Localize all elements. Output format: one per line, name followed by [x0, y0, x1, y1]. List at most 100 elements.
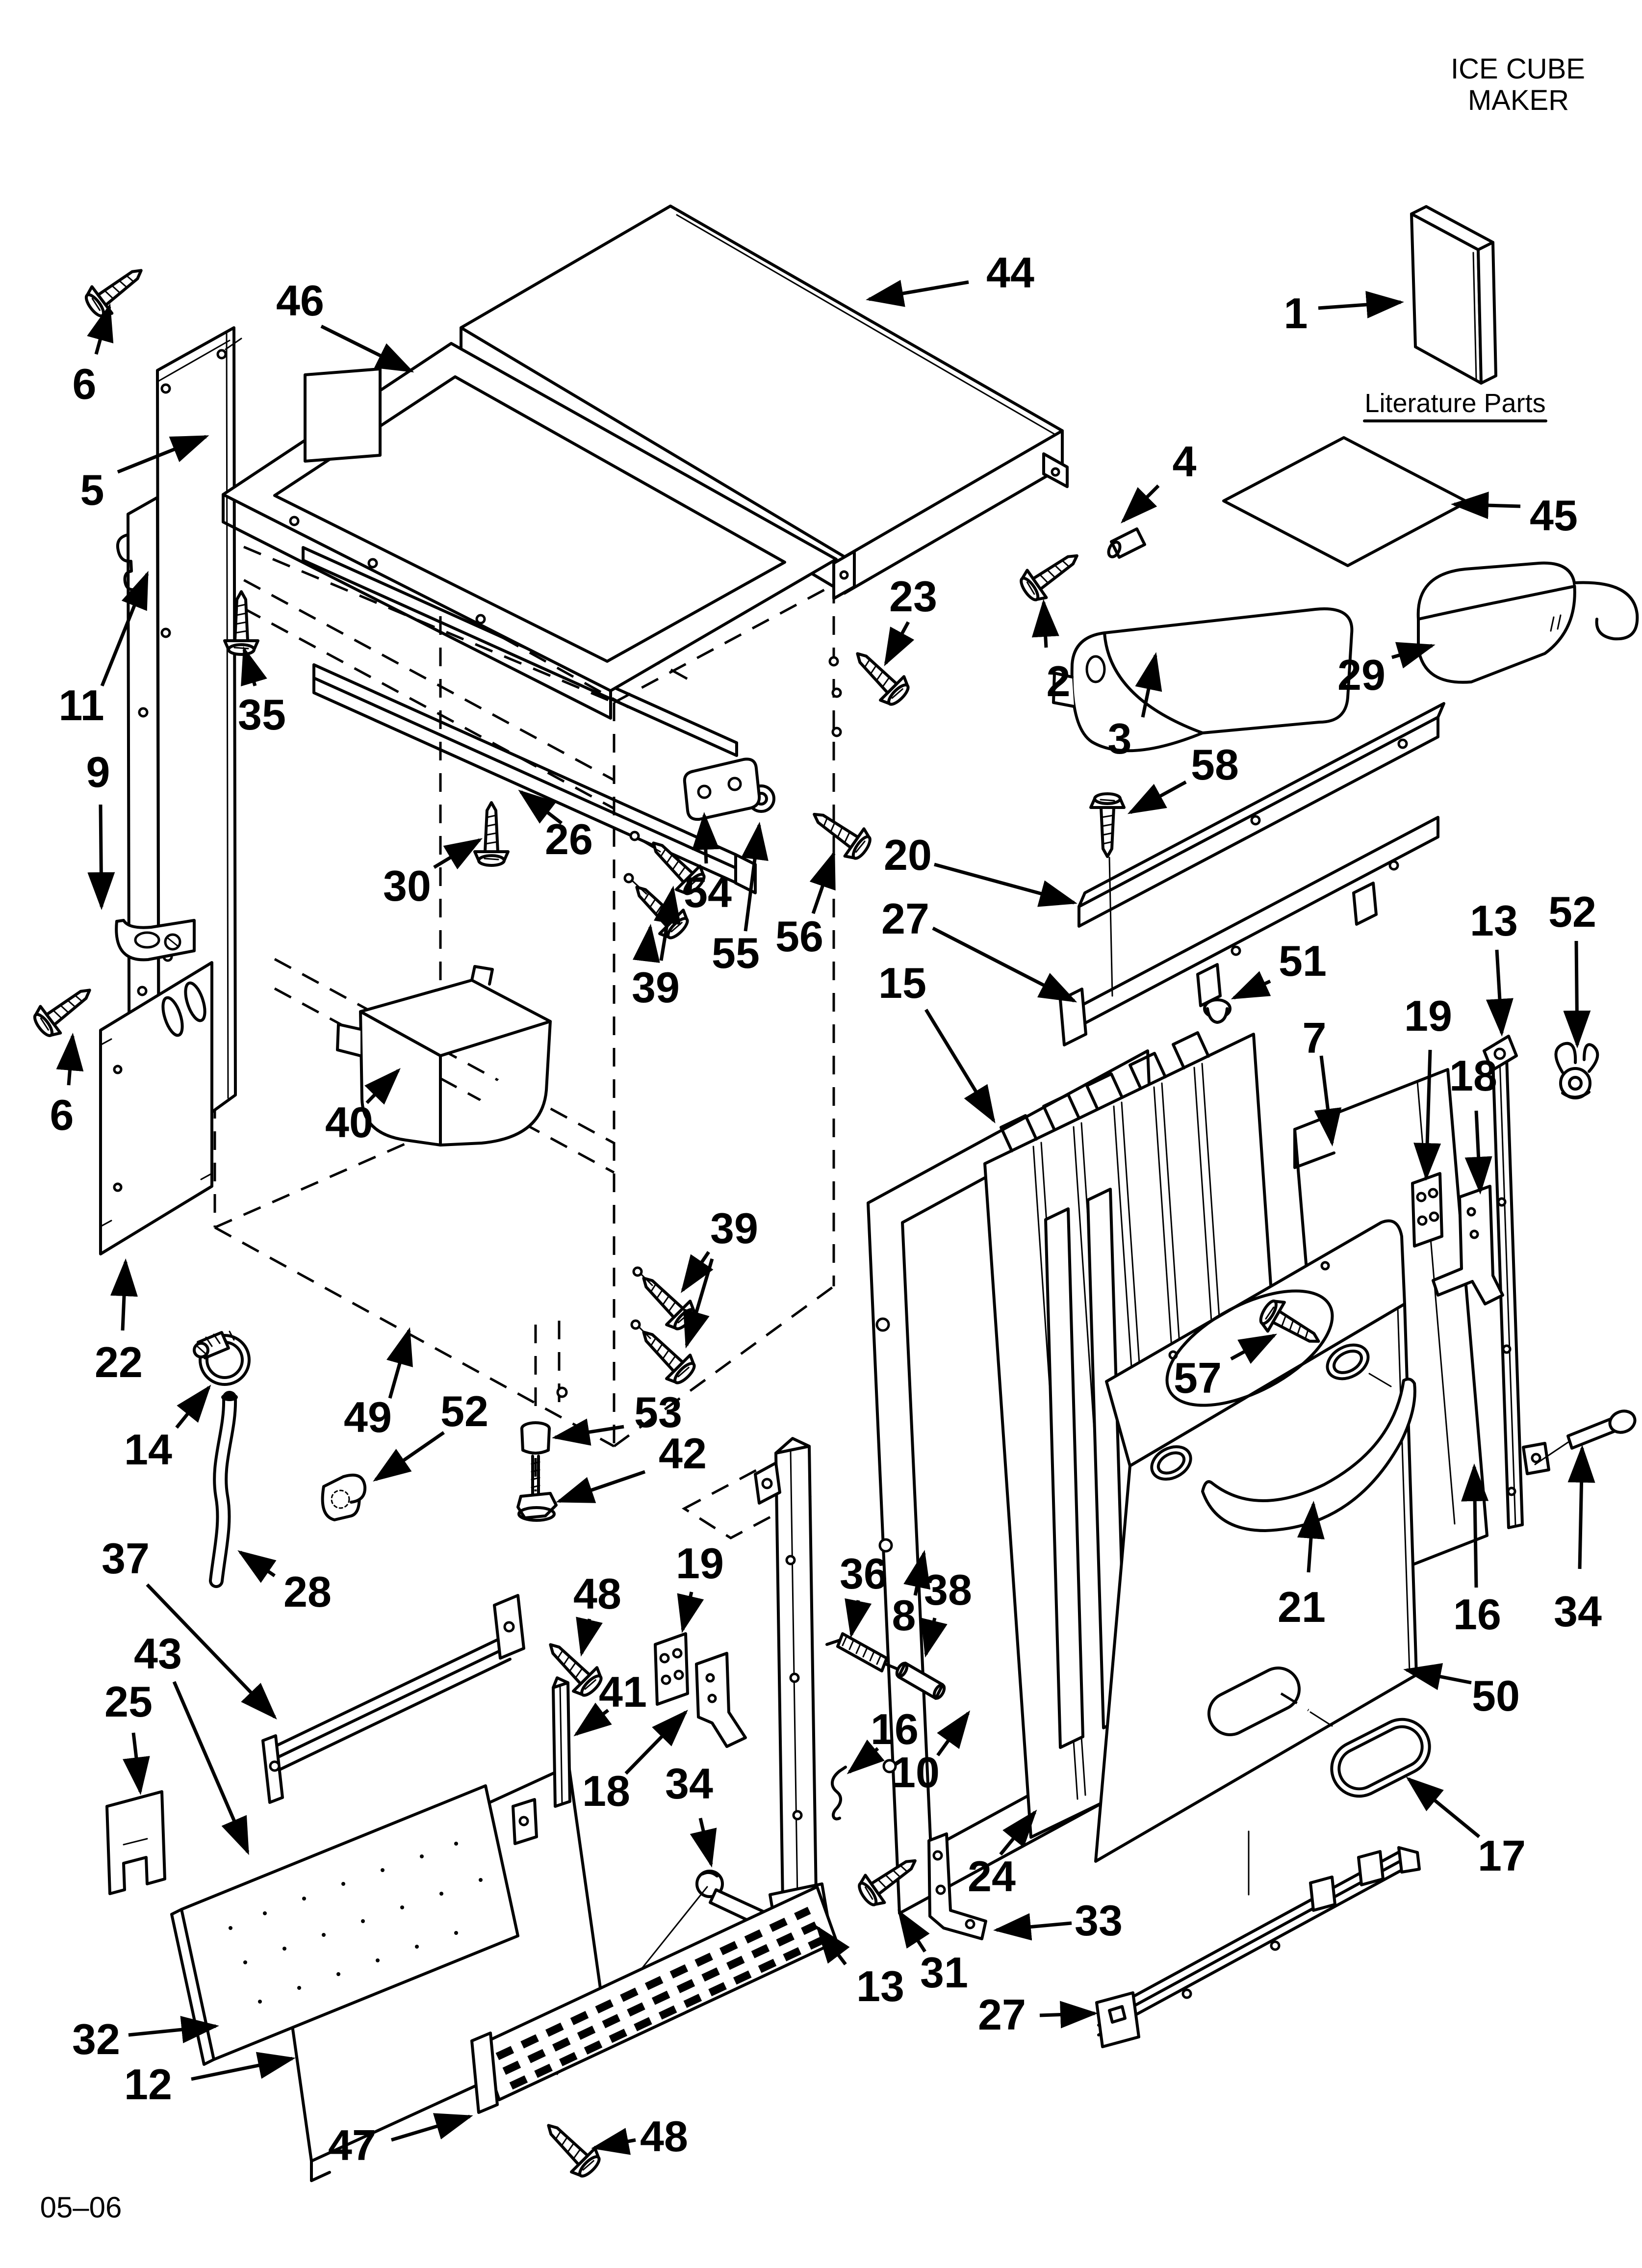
leader-arrow-36 [845, 1598, 872, 1638]
hinge-bracket-18-left [695, 1652, 747, 1748]
leader-arrow-39 [683, 1258, 714, 1349]
leader-arrow-4 [1121, 484, 1160, 523]
leader-arrow-6 [56, 1033, 84, 1086]
leader-arrow-35 [241, 646, 267, 687]
part-label-18: 18 [582, 1767, 630, 1815]
rail-26 [312, 663, 757, 894]
leader-arrow-11 [100, 571, 149, 687]
part-label-25: 25 [104, 1677, 153, 1726]
part-label-6: 6 [73, 360, 97, 408]
leader-arrow-1 [1318, 291, 1404, 318]
leader-arrow-23 [884, 621, 915, 667]
part-label-16: 16 [871, 1705, 919, 1753]
leader-arrow-50 [1403, 1663, 1472, 1691]
part-label-34: 34 [665, 1759, 713, 1808]
part-label-53: 53 [634, 1388, 682, 1436]
part-label-45: 45 [1530, 491, 1578, 540]
part-label-50: 50 [1472, 1671, 1520, 1720]
leader-arrow-41 [573, 1702, 612, 1737]
leader-arrow-52 [1563, 940, 1591, 1048]
leader-arrow-15 [924, 1009, 996, 1123]
part-label-48: 48 [640, 2112, 688, 2161]
leader-arrow-43 [172, 1681, 250, 1855]
part-label-18: 18 [1449, 1051, 1497, 1100]
part-label-26: 26 [545, 815, 593, 863]
wing-nut-52 [1554, 1042, 1599, 1099]
leader-arrow-20 [934, 862, 1078, 907]
rail-27-top [1059, 816, 1439, 1046]
leader-arrow-18 [624, 1709, 688, 1775]
part-label-1: 1 [1284, 289, 1308, 338]
leader-arrow-17 [1406, 1776, 1481, 1838]
part-label-36: 36 [840, 1549, 888, 1598]
top-panel-44 [460, 205, 1069, 600]
roller-pin-38 [895, 1662, 946, 1700]
part-label-56: 56 [775, 912, 823, 961]
leader-arrow-34 [690, 1818, 717, 1868]
part-label-31: 31 [920, 1948, 968, 1997]
part-label-16: 16 [1453, 1590, 1501, 1639]
leader-arrow-57 [1230, 1333, 1278, 1364]
leader-arrow-39 [633, 924, 660, 963]
leader-arrow-29 [1391, 642, 1436, 669]
rail-20 [1078, 702, 1445, 928]
grommet-52-center [321, 1473, 367, 1521]
leader-arrow-7 [1314, 1055, 1342, 1147]
part-label-14: 14 [124, 1425, 172, 1474]
mounting-plate-19-left [654, 1632, 689, 1706]
hinge-pin-bolt-34-right [1534, 1409, 1637, 1465]
top-frame-46 [222, 342, 838, 720]
leader-arrow-54 [692, 812, 719, 864]
part-label-58: 58 [1191, 740, 1239, 789]
hinge-bracket-18-right [1432, 1185, 1504, 1305]
leader-arrow-52 [373, 1431, 445, 1482]
leader-arrow-47 [390, 2113, 473, 2142]
screws [29, 257, 1327, 2182]
footer-date-code: 05–06 [40, 2191, 122, 2224]
part-label-8: 8 [892, 1591, 916, 1640]
leader-arrow-27 [1039, 2001, 1098, 2029]
instruction-sheet-45 [1222, 436, 1469, 567]
part-label-19: 19 [1404, 991, 1452, 1040]
screw-2 [1016, 542, 1087, 605]
part-label-21: 21 [1278, 1583, 1326, 1631]
leader-arrow-9 [87, 804, 115, 910]
leader-arrow-39 [681, 1251, 714, 1293]
part-label-24: 24 [968, 1852, 1016, 1901]
leader-arrow-18 [1464, 1110, 1492, 1195]
latch-plate-54 [683, 757, 761, 821]
part-label-17: 17 [1478, 1831, 1526, 1880]
leader-arrow-42 [556, 1470, 646, 1503]
leader-arrow-28 [237, 1550, 277, 1583]
vent-grille-47 [470, 1885, 838, 2114]
leader-arrow-46 [320, 324, 414, 373]
trim-strip-41 [552, 1676, 571, 1808]
part-label-39: 39 [632, 963, 680, 1012]
part-label-34: 34 [1554, 1587, 1602, 1636]
hinge-9 [115, 919, 196, 962]
door-channel-13-left [754, 1437, 830, 1936]
part-label-12: 12 [124, 2060, 172, 2109]
leader-arrow-26 [518, 789, 563, 825]
part-label-39: 39 [710, 1204, 758, 1252]
door-handle-21 [1201, 1378, 1416, 1532]
access-panel-22 [99, 961, 213, 1255]
leader-arrow-12 [191, 2052, 296, 2081]
leader-arrow-39 [654, 886, 681, 961]
part-label-47: 47 [328, 2121, 376, 2169]
leader-arrow-51 [1231, 971, 1271, 1000]
leader-arrow-38 [921, 1617, 948, 1658]
leader-arrow-34 [1567, 1445, 1595, 1569]
drain-hose-28 [209, 1391, 238, 1588]
part-label-52: 52 [1548, 887, 1596, 936]
part-label-55: 55 [712, 929, 760, 977]
part-label-13: 13 [856, 1962, 904, 2010]
part-label-48: 48 [573, 1569, 621, 1618]
part-label-28: 28 [283, 1567, 332, 1616]
leader-arrow-10 [936, 1710, 971, 1757]
leader-arrow-40 [364, 1068, 401, 1105]
leader-arrow-31 [898, 1909, 930, 1953]
leader-arrow-24 [999, 1809, 1037, 1856]
